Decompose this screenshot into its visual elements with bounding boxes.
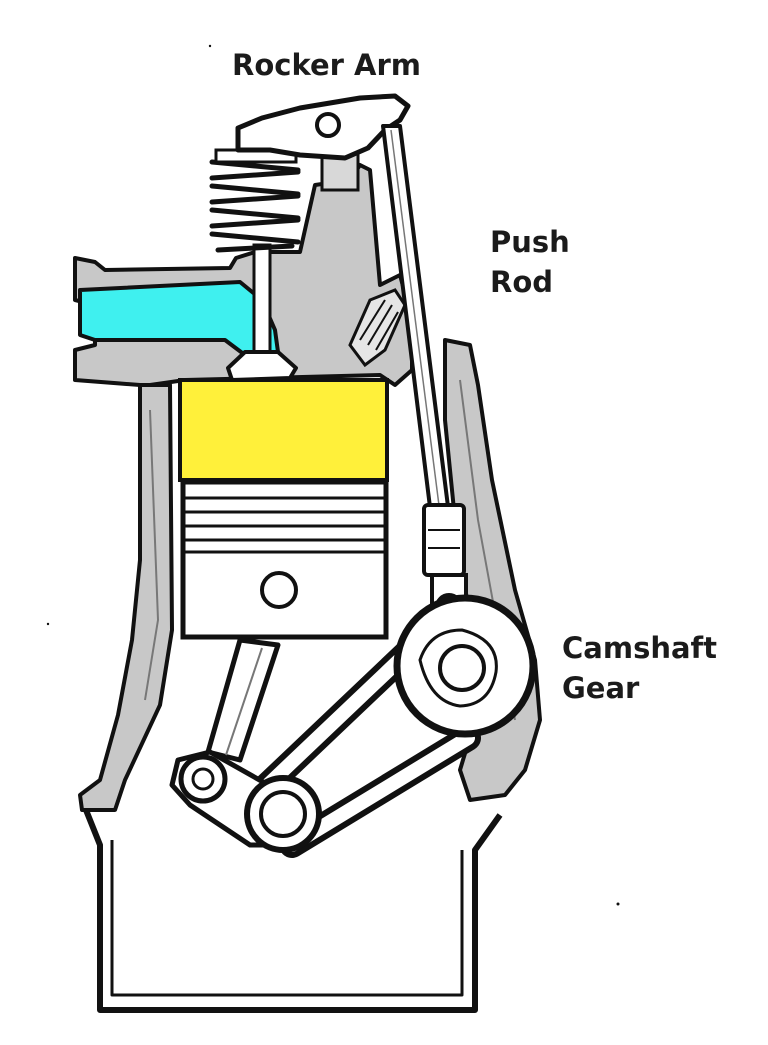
push-rod-label: Push Rod [490, 222, 570, 302]
wrist-pin [260, 571, 298, 609]
crankshaft [169, 749, 322, 853]
connecting-rod [205, 637, 281, 763]
rocker-arm-label: Rocker Arm [232, 48, 421, 82]
camshaft-gear [393, 594, 537, 738]
camshaft-gear-label: Camshaft Gear [562, 628, 717, 708]
camshaft-gear-label-line2: Gear [562, 671, 640, 705]
cylinder-head [73, 163, 414, 387]
left-wall-casting [78, 383, 174, 812]
valve-assembly [209, 148, 301, 382]
combustion-chamber [178, 378, 389, 482]
rocker-pivot [315, 112, 341, 138]
camshaft-gear-label-line1: Camshaft [562, 631, 718, 665]
valve-spring [209, 159, 301, 253]
push-rod-label-line1: Push [490, 225, 570, 259]
push-rod-label-line2: Rod [490, 265, 554, 299]
cylinder-block-left-wall [78, 383, 174, 812]
piston [180, 479, 389, 640]
rocker-arm-assembly [235, 93, 411, 192]
valve-head [226, 350, 298, 382]
valve-stem [252, 243, 272, 362]
timing-belt [239, 635, 481, 858]
crankcase [79, 798, 503, 1013]
